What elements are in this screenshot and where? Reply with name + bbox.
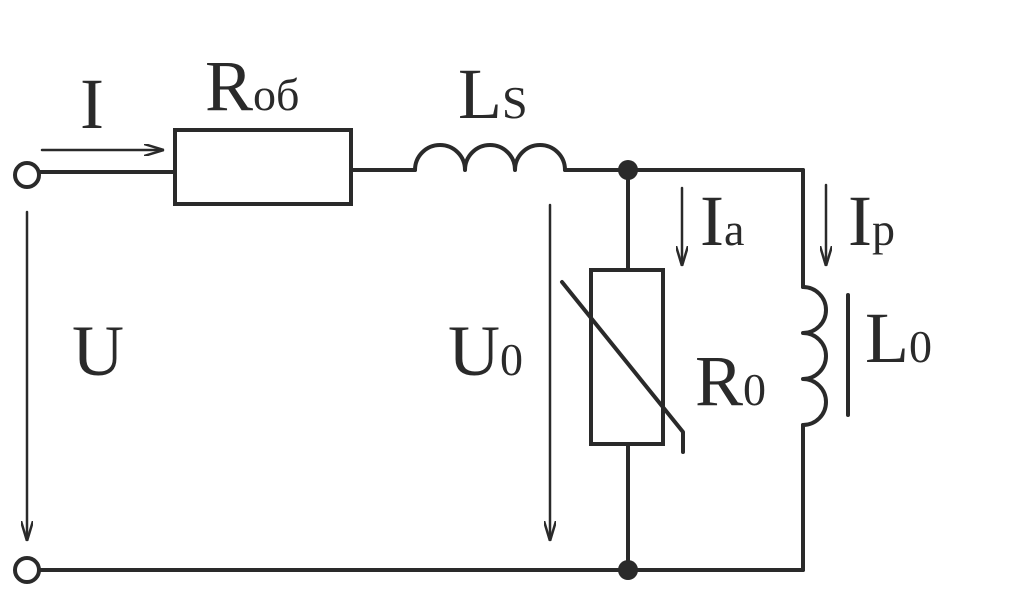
label-voltage-input: U	[72, 311, 124, 391]
label-current-active: Ia	[700, 181, 744, 261]
nonlinear-slash	[560, 280, 685, 454]
label-current-reactive: Ip	[848, 181, 895, 261]
resistor-series	[173, 128, 353, 206]
label-inductor-series: LS	[458, 54, 528, 134]
label-current-main: I	[80, 64, 104, 144]
input-terminal-bottom	[13, 556, 41, 584]
label-inductor-core: L0	[865, 298, 932, 378]
label-voltage-output: U0	[448, 311, 523, 391]
inductor-series	[413, 143, 567, 172]
input-terminal-top	[13, 161, 41, 189]
label-resistor-nonlinear: R0	[695, 341, 766, 421]
resistor-nonlinear	[589, 268, 665, 446]
label-resistor-series: Rоб	[205, 46, 299, 126]
inductor-core	[801, 285, 828, 427]
